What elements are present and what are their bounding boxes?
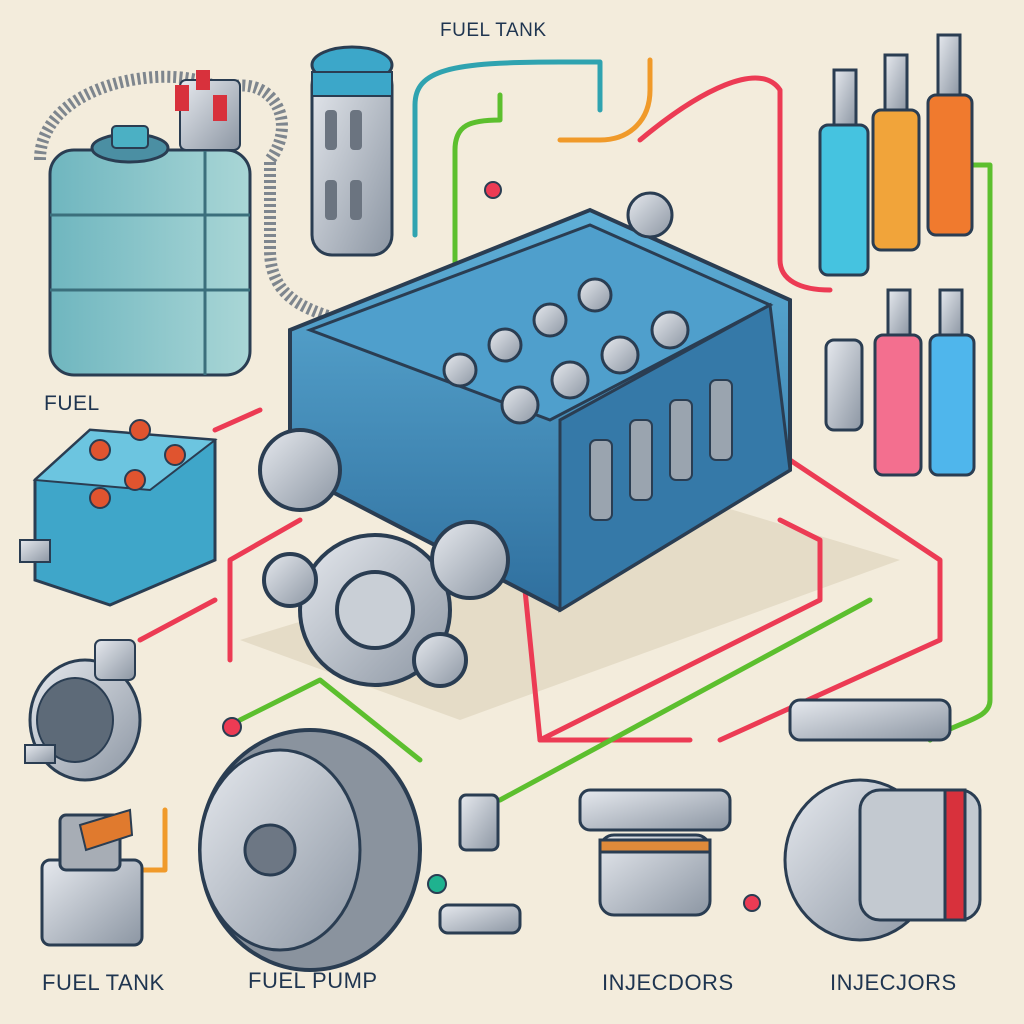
injectors-bottom <box>440 700 980 940</box>
label-fuel-tank-top: FUEL TANK <box>440 20 547 42</box>
label-fuel-pump: FUEL PUMP <box>248 968 378 994</box>
fuel-filter-wheel <box>200 730 420 970</box>
orange-line-bottom <box>140 810 165 870</box>
fuel-distributor <box>20 420 215 605</box>
fuel-tank-canister <box>50 126 250 375</box>
label-fuel: FUEL <box>44 392 100 416</box>
label-injecdors: INJECDORS <box>602 970 734 996</box>
orange-line-top <box>560 60 650 140</box>
teal-line <box>415 62 600 235</box>
fuel-pump-unit <box>42 810 142 945</box>
tank-valve <box>175 70 240 150</box>
fuel-filter-cylinder <box>312 47 392 255</box>
injector-vials <box>820 35 974 475</box>
label-fuel-tank-bottom: FUEL TANK <box>42 970 165 996</box>
label-injecjors: INJECJORS <box>830 970 957 996</box>
pressure-regulator <box>25 640 140 780</box>
